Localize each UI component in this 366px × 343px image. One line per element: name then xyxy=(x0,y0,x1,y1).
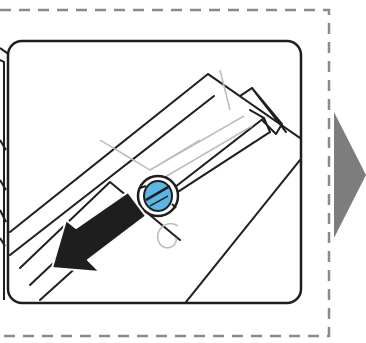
next-step-arrow-icon xyxy=(334,112,366,238)
rotary-knob-icon xyxy=(136,174,180,218)
step-frame xyxy=(0,8,331,338)
guide-lines xyxy=(99,69,253,249)
direction-arrow-icon xyxy=(51,191,147,273)
